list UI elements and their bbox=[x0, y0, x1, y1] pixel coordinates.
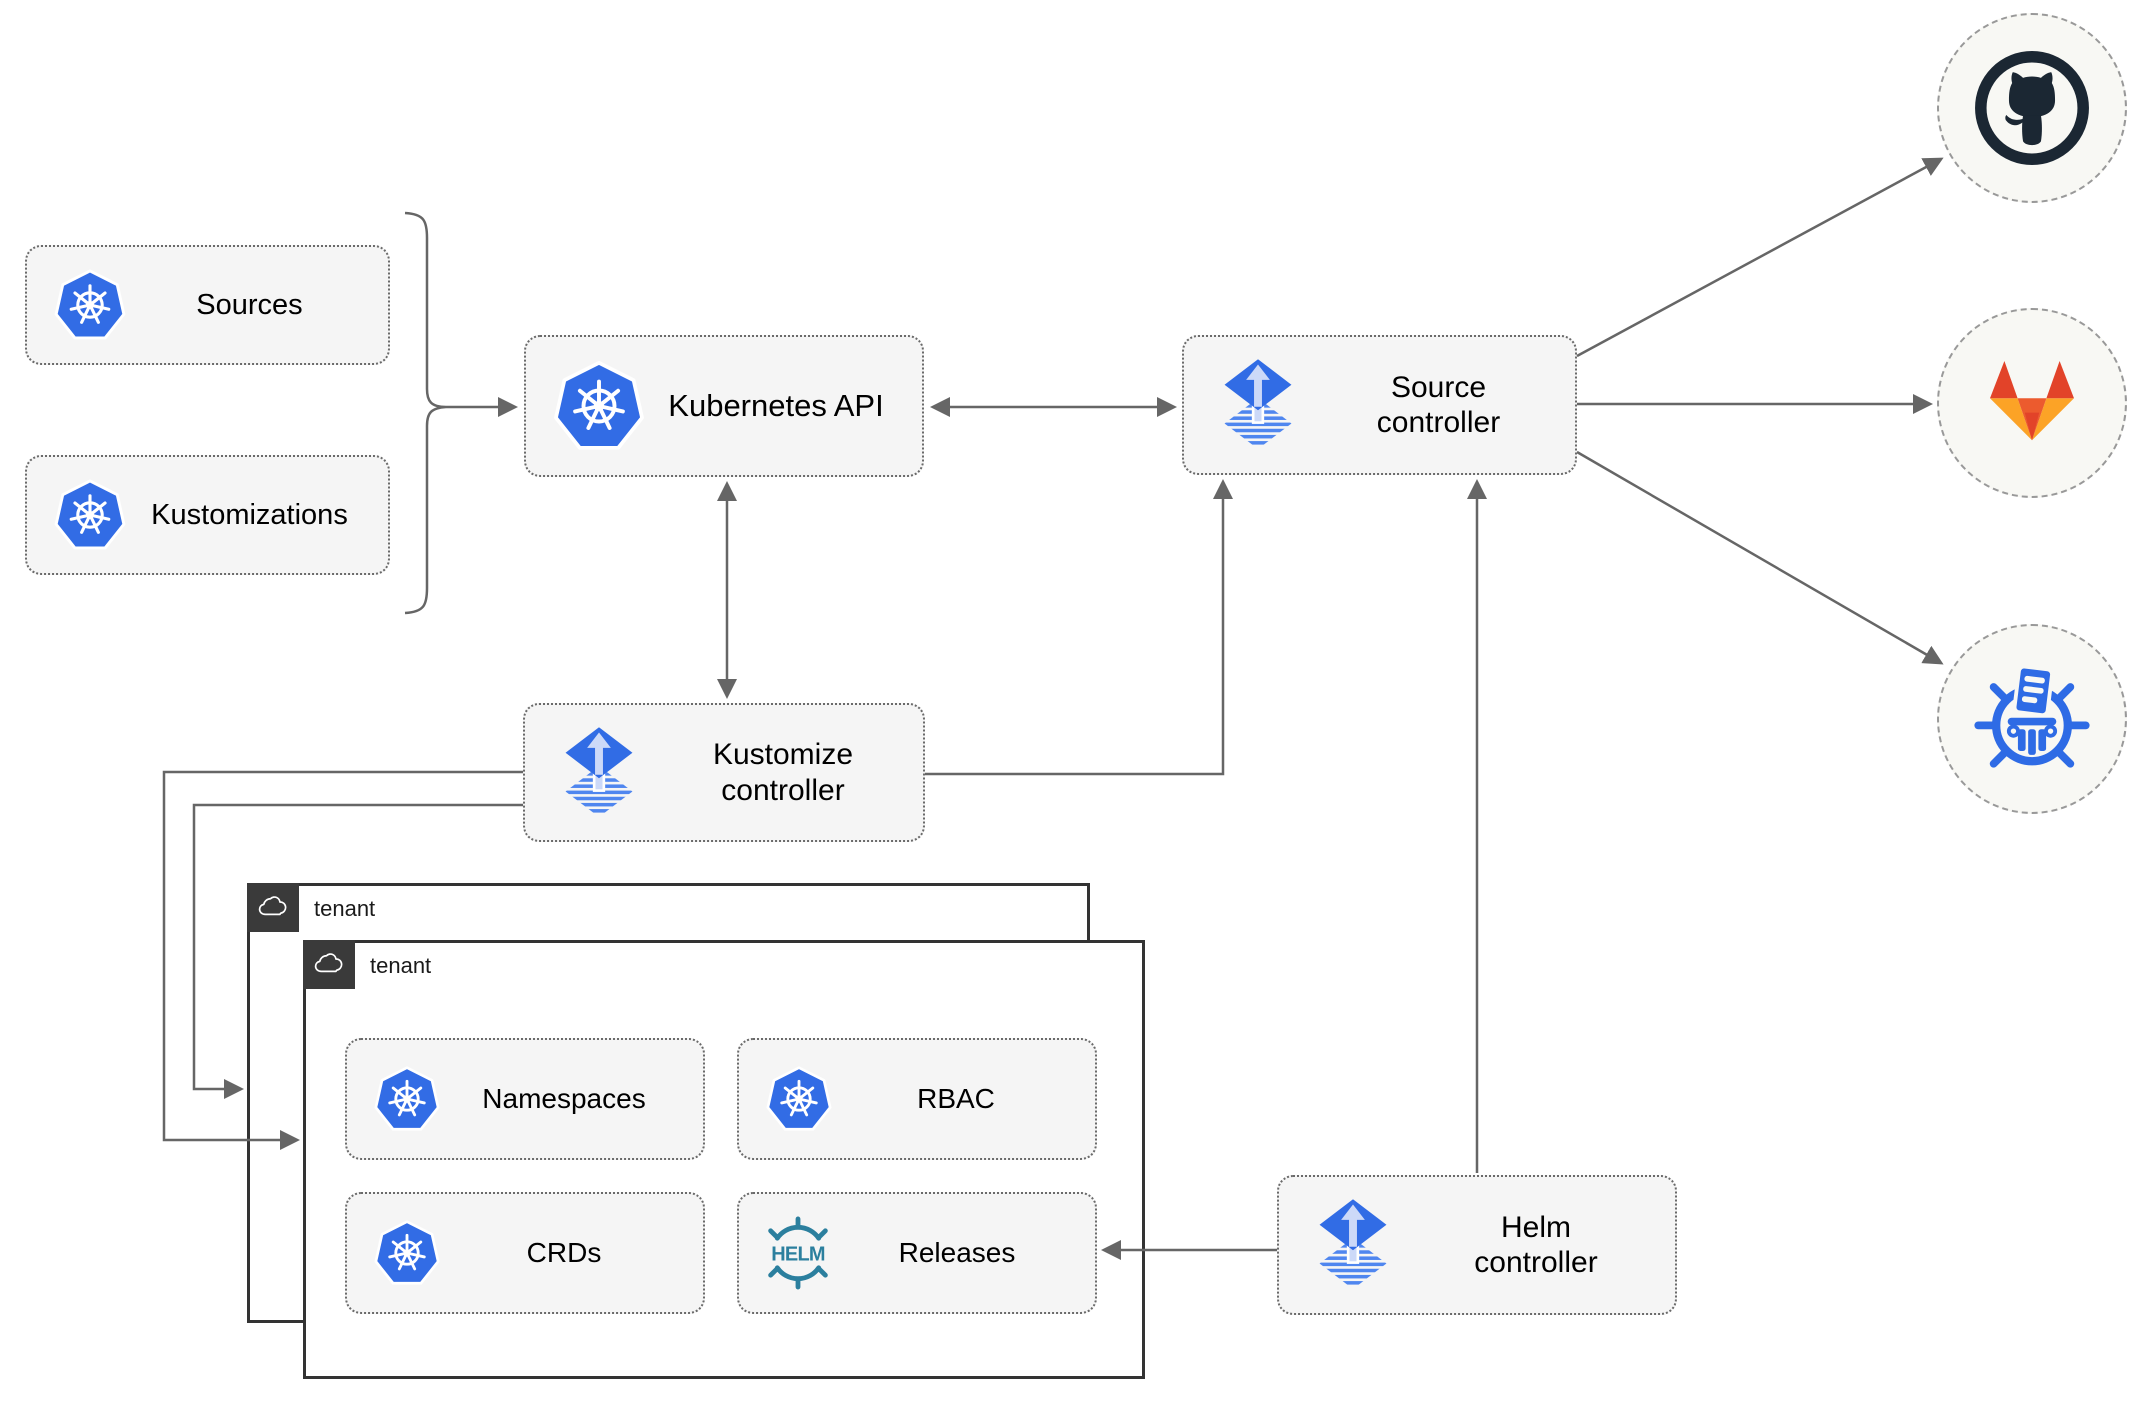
github-icon bbox=[1968, 44, 2096, 172]
flux-icon bbox=[1214, 349, 1302, 461]
flux-icon bbox=[555, 717, 643, 829]
kubernetes-icon bbox=[53, 478, 127, 552]
tenant-tab bbox=[247, 883, 299, 932]
node-source-controller: Source controller bbox=[1182, 335, 1577, 475]
tenant-label: tenant bbox=[370, 953, 432, 978]
edge-brace-group bbox=[404, 211, 447, 615]
kubernetes-icon bbox=[373, 1219, 441, 1287]
node-label: Helm controller bbox=[1474, 1210, 1598, 1279]
node-kustomize-controller: Kustomize controller bbox=[523, 703, 925, 842]
kubernetes-icon bbox=[765, 1065, 833, 1133]
edge-kustomize-to-source bbox=[925, 479, 1233, 776]
edge-source-to-github bbox=[1576, 157, 1944, 358]
kubernetes-icon bbox=[552, 359, 646, 453]
node-label: Kustomize controller bbox=[712, 738, 854, 807]
node-namespaces: Namespaces bbox=[345, 1038, 705, 1160]
flux-icon bbox=[1309, 1189, 1397, 1301]
tenant-label: tenant bbox=[314, 896, 376, 921]
node-label: Releases bbox=[898, 1237, 1016, 1269]
node-crds: CRDs bbox=[345, 1192, 705, 1314]
node-label: Kustomizations bbox=[151, 498, 348, 531]
node-label: Kubernetes API bbox=[668, 387, 884, 423]
node-releases: Releases bbox=[737, 1192, 1097, 1314]
node-kustomizations: Kustomizations bbox=[25, 455, 390, 575]
endpoint-gitlab bbox=[1937, 308, 2127, 498]
node-helm-controller: Helm controller bbox=[1277, 1175, 1677, 1315]
gitlab-icon bbox=[1972, 343, 2092, 463]
chartmuseum-icon bbox=[1968, 655, 2096, 783]
cloud-icon bbox=[256, 896, 290, 919]
edge-source-to-chartmuseum bbox=[1576, 450, 1944, 665]
node-label: CRDs bbox=[526, 1237, 602, 1269]
node-kubernetes-api: Kubernetes API bbox=[524, 335, 924, 477]
node-label: Source controller bbox=[1376, 370, 1501, 439]
kubernetes-icon bbox=[53, 268, 127, 342]
endpoint-github bbox=[1937, 13, 2127, 203]
node-label: RBAC bbox=[917, 1083, 995, 1115]
node-label: Sources bbox=[196, 288, 303, 321]
cloud-icon bbox=[312, 953, 346, 976]
endpoint-chartmuseum bbox=[1937, 624, 2127, 814]
helm-icon bbox=[761, 1216, 835, 1290]
kubernetes-icon bbox=[373, 1065, 441, 1133]
node-label: Namespaces bbox=[482, 1083, 646, 1115]
node-sources: Sources bbox=[25, 245, 390, 365]
tenant-tab bbox=[303, 940, 355, 989]
node-rbac: RBAC bbox=[737, 1038, 1097, 1160]
